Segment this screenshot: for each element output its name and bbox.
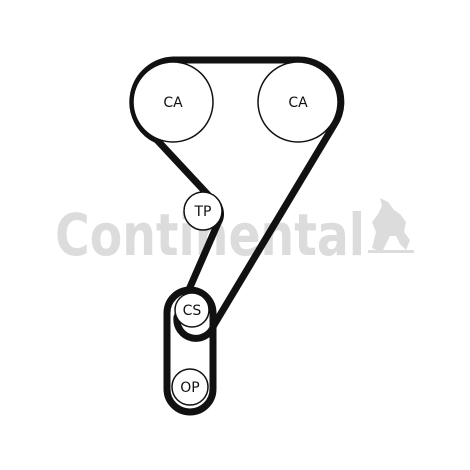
pulley-label: TP — [194, 204, 212, 220]
pulley-cs: CS — [174, 292, 210, 328]
pulley-label: CA — [163, 95, 183, 111]
pulley-tp: TP — [183, 191, 223, 231]
rearing-horse-icon — [368, 198, 414, 253]
continental-watermark: Continental — [55, 198, 414, 269]
timing-belt-secondary — [163, 286, 217, 416]
pulley-label: CA — [288, 95, 308, 111]
pulley-label: OP — [180, 380, 199, 396]
pulley-ca-left: CA — [132, 61, 214, 143]
pulley-label: CS — [183, 303, 202, 319]
pulley-op: OP — [171, 368, 209, 406]
pulley-ca-right: CA — [257, 61, 339, 143]
